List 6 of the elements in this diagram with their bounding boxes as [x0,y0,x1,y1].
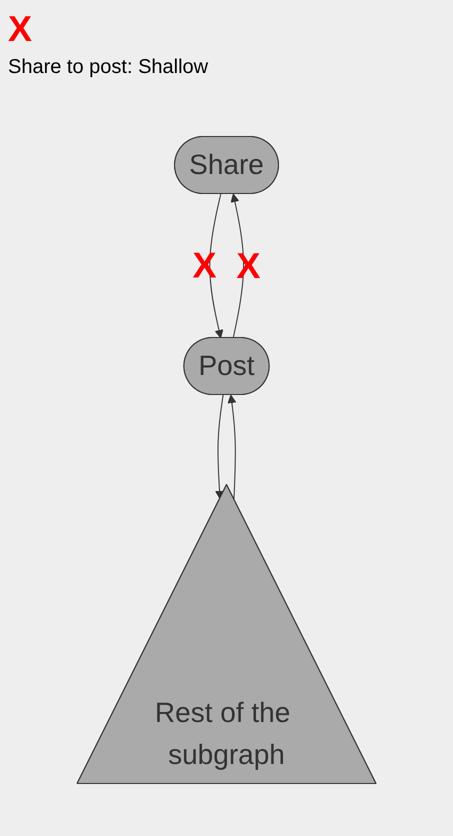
arrow [209,194,224,338]
arrow [230,194,244,338]
note-text: Share to post: Shallow [8,56,208,79]
cross-mark: X [8,8,34,50]
arrow [215,394,224,500]
arrow [228,394,236,500]
